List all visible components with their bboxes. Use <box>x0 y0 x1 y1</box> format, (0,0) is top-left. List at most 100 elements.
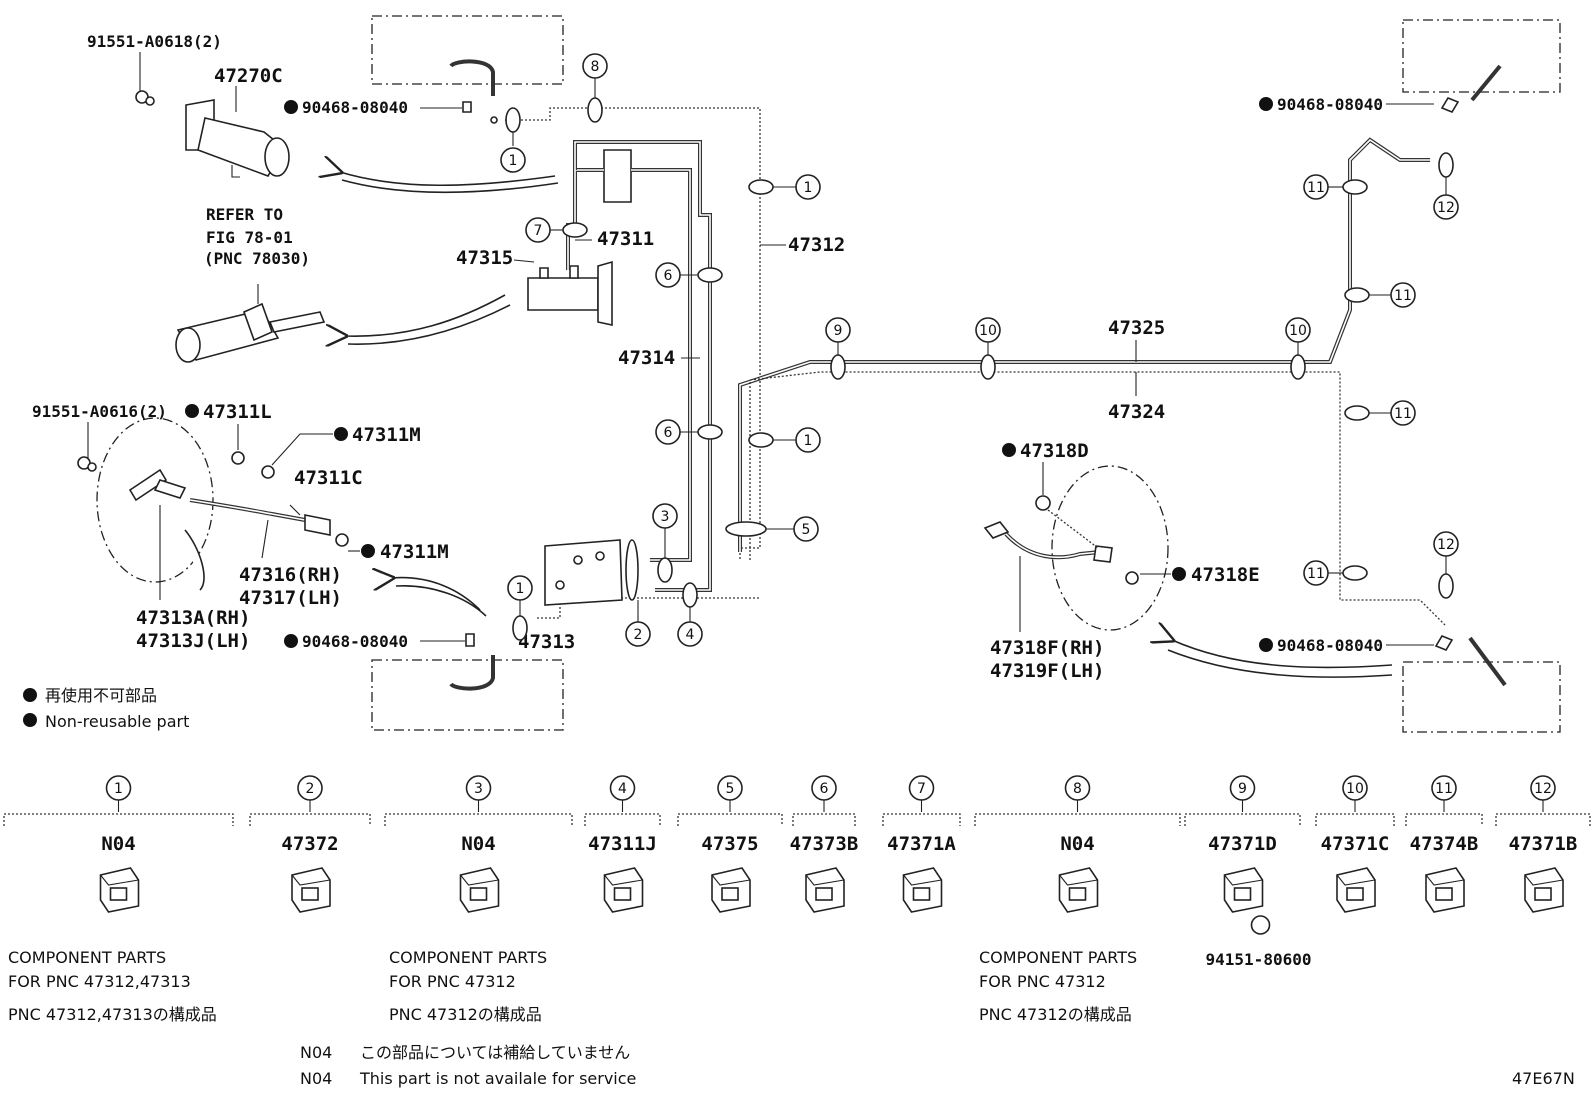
label-47313j: 47313J(LH) <box>136 630 250 652</box>
clamp-icon <box>902 867 943 913</box>
label-47315: 47315 <box>456 247 513 269</box>
clamp-icon <box>1223 867 1271 935</box>
non-reusable-dot <box>361 544 375 558</box>
svg-text:7: 7 <box>534 223 543 239</box>
non-reusable-dot <box>1259 97 1273 111</box>
non-reusable-dot <box>284 634 298 648</box>
callout-12-a: 12 <box>1433 152 1459 220</box>
svg-text:12: 12 <box>1437 200 1455 216</box>
arrow-to-reservoir <box>340 172 556 187</box>
brake-tube-runs <box>505 107 1446 626</box>
label-47324: 47324 <box>1108 401 1165 423</box>
label-47318d: 47318D <box>1020 440 1089 462</box>
label-47313a: 47313A(RH) <box>136 607 250 629</box>
svg-text:2: 2 <box>634 627 643 643</box>
part-junction-block <box>544 539 639 606</box>
clamp-note: PNC 47312の構成品 <box>979 1005 1132 1024</box>
callout-4: 4 <box>677 582 703 647</box>
non-reusable-dot <box>284 100 298 114</box>
callout-6-a: 6 <box>655 262 723 288</box>
footnote-en-text: This part is not availale for service <box>359 1069 636 1088</box>
clamp-number: 9 <box>1238 781 1247 797</box>
clamp-bracket <box>384 813 573 826</box>
clamp-code: 47375 <box>701 833 758 855</box>
svg-text:6: 6 <box>664 268 673 284</box>
clamp-number: 7 <box>917 781 926 797</box>
non-reusable-dot <box>185 404 199 418</box>
part-47315-master-cylinder <box>527 149 632 326</box>
clamp-icon <box>805 867 845 913</box>
clamp-note: COMPONENT PARTS <box>8 948 166 967</box>
callout-8: 8 <box>582 53 608 123</box>
part-47270c-reservoir <box>135 90 290 178</box>
clamp-bracket <box>584 813 661 826</box>
dashed-detail-box-top-left <box>371 15 564 96</box>
label-47316: 47316(RH) <box>239 564 342 586</box>
refer-line-1: REFER TO <box>206 205 283 224</box>
svg-text:11: 11 <box>1307 566 1325 582</box>
clamp-code: N04 <box>461 833 495 855</box>
clamp-icon <box>711 867 751 913</box>
arrow-to-front-hose <box>392 578 481 611</box>
clamp-note: PNC 47312の構成品 <box>389 1005 542 1024</box>
legend-dot-jp <box>23 688 37 702</box>
footnote-jp-text: この部品については補給していません <box>360 1043 630 1062</box>
callout-9: 9 <box>825 317 851 380</box>
clamp-bracket <box>1495 813 1591 826</box>
clamp-icon <box>1058 867 1099 913</box>
svg-text:11: 11 <box>1394 406 1412 422</box>
clamp-code: 47371B <box>1509 833 1578 855</box>
label-47270c: 47270C <box>214 65 283 87</box>
label-47317: 47317(LH) <box>239 587 342 609</box>
callout-12-b: 12 <box>1433 531 1459 599</box>
svg-text:8: 8 <box>591 59 600 75</box>
clamp-bracket <box>249 813 371 826</box>
legend-jp: 再使用不可部品 <box>45 686 157 705</box>
figure-id: 47E67N <box>1512 1069 1575 1088</box>
arrow-to-rear-hose <box>1172 640 1393 669</box>
clamp-icon <box>1336 867 1376 913</box>
footnote-jp-code: N04 <box>300 1043 332 1062</box>
clamp-note: FOR PNC 47312 <box>979 972 1106 991</box>
clamp-bracket <box>1405 813 1483 826</box>
clamp-note: FOR PNC 47312 <box>389 972 516 991</box>
clamp-icon <box>1425 867 1465 913</box>
callout-1-c: 1 <box>748 427 821 453</box>
svg-text:11: 11 <box>1307 180 1325 196</box>
clamp-code: 47371C <box>1321 833 1390 855</box>
non-reusable-dot <box>334 427 348 441</box>
clamp-number: 2 <box>306 781 315 797</box>
label-47311l: 47311L <box>203 401 272 423</box>
clamp-code: 47311J <box>588 833 657 855</box>
callout-11-d: 11 <box>1303 560 1368 586</box>
label-47311c: 47311C <box>294 467 363 489</box>
dashed-detail-box-bottom-left <box>371 655 564 731</box>
clamp-note: COMPONENT PARTS <box>389 948 547 967</box>
label-47311m-b: 47311M <box>380 541 449 563</box>
callout-1-a: 1 <box>500 107 526 173</box>
svg-text:12: 12 <box>1437 537 1455 553</box>
clamp-bracket <box>1315 813 1395 826</box>
svg-text:4: 4 <box>686 627 695 643</box>
label-90468-08040-a: 90468-08040 <box>302 98 408 117</box>
legend-dot-en <box>23 713 37 727</box>
clamp-icon <box>603 867 644 913</box>
callout-11-c: 11 <box>1344 400 1416 426</box>
callout-11-a: 11 <box>1303 174 1368 200</box>
clamp-bracket <box>974 813 1181 826</box>
clamp-number: 5 <box>726 781 735 797</box>
callout-5: 5 <box>725 516 819 542</box>
non-reusable-dot <box>1002 443 1016 457</box>
label-47313: 47313 <box>518 631 575 653</box>
part-rear-flexible-hose <box>983 465 1169 631</box>
part-front-flexible-hose <box>77 417 349 591</box>
clamp-number: 10 <box>1346 781 1364 797</box>
